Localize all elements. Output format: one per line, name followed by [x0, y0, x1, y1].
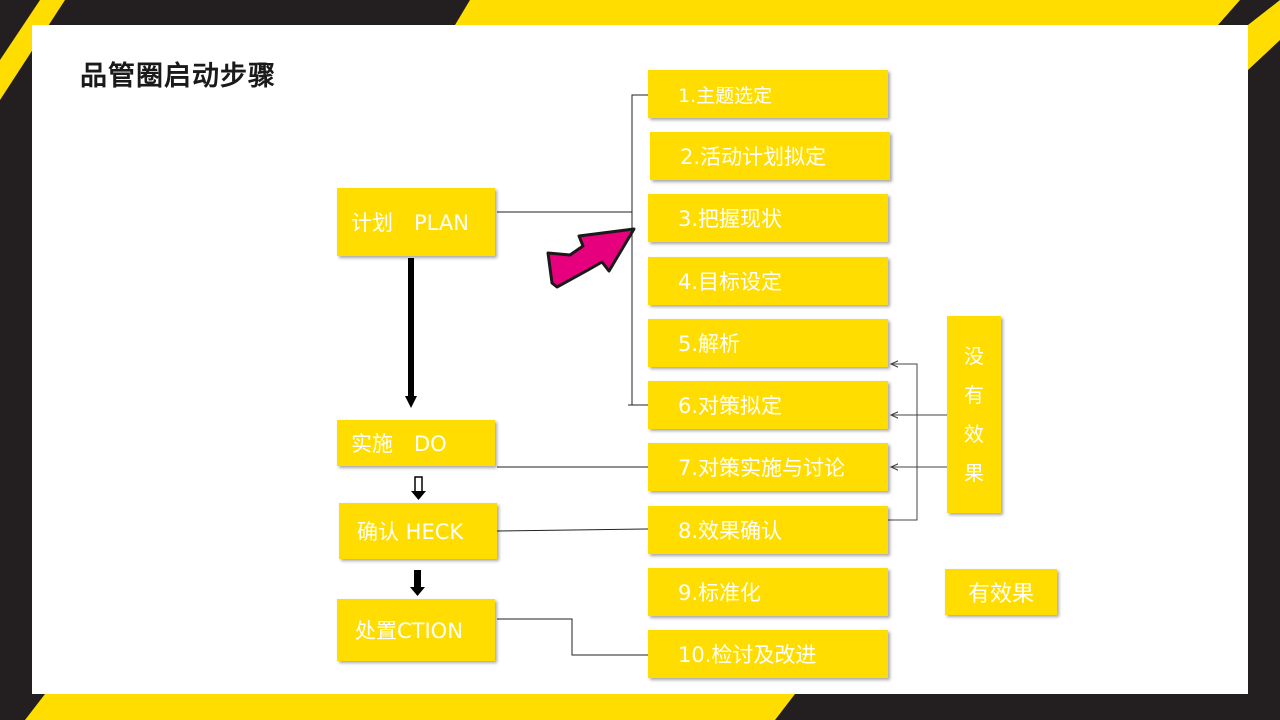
plan-to-do-arrowhead	[405, 396, 417, 408]
phase-action: 处置CTION	[337, 599, 495, 661]
step-7: 7.对策实施与讨论	[648, 443, 888, 491]
step-2: 2.活动计划拟定	[650, 132, 890, 180]
step-1: 1.主题选定	[648, 70, 888, 118]
no-effect-char-2: 有	[964, 382, 984, 407]
feedback-loop	[888, 364, 918, 521]
no-effect-char-3: 效	[964, 421, 984, 446]
step-8: 8.效果确认	[648, 506, 888, 554]
step-10: 10.检讨及改进	[648, 630, 888, 678]
phase-check: 确认 HECK	[339, 503, 497, 559]
do-to-check-arrow	[411, 476, 426, 500]
step-3: 3.把握现状	[648, 194, 888, 242]
action-connector	[497, 618, 648, 656]
slide-title: 品管圈启动步骤	[80, 61, 276, 92]
step-6: 6.对策拟定	[648, 381, 888, 429]
step-5: 5.解析	[648, 319, 888, 367]
check-to-action-arrow	[410, 570, 425, 596]
no-effect-box: 没 有 效 果	[947, 316, 1001, 513]
right-stripe	[1248, 0, 1280, 70]
magenta-arrow	[546, 227, 636, 289]
effect-box: 有效果	[945, 569, 1057, 615]
top-stripe	[455, 0, 1240, 25]
no-effect-char-1: 没	[964, 343, 984, 368]
phase-plan: 计划 PLAN	[337, 188, 495, 256]
plan-bracket	[628, 94, 648, 406]
phase-do: 实施 DO	[337, 420, 495, 466]
step-9: 9.标准化	[648, 568, 888, 616]
step-4: 4.目标设定	[648, 257, 888, 305]
bottom-stripe	[25, 694, 795, 720]
check-connector	[496, 528, 649, 532]
no-effect-char-4: 果	[964, 460, 984, 485]
